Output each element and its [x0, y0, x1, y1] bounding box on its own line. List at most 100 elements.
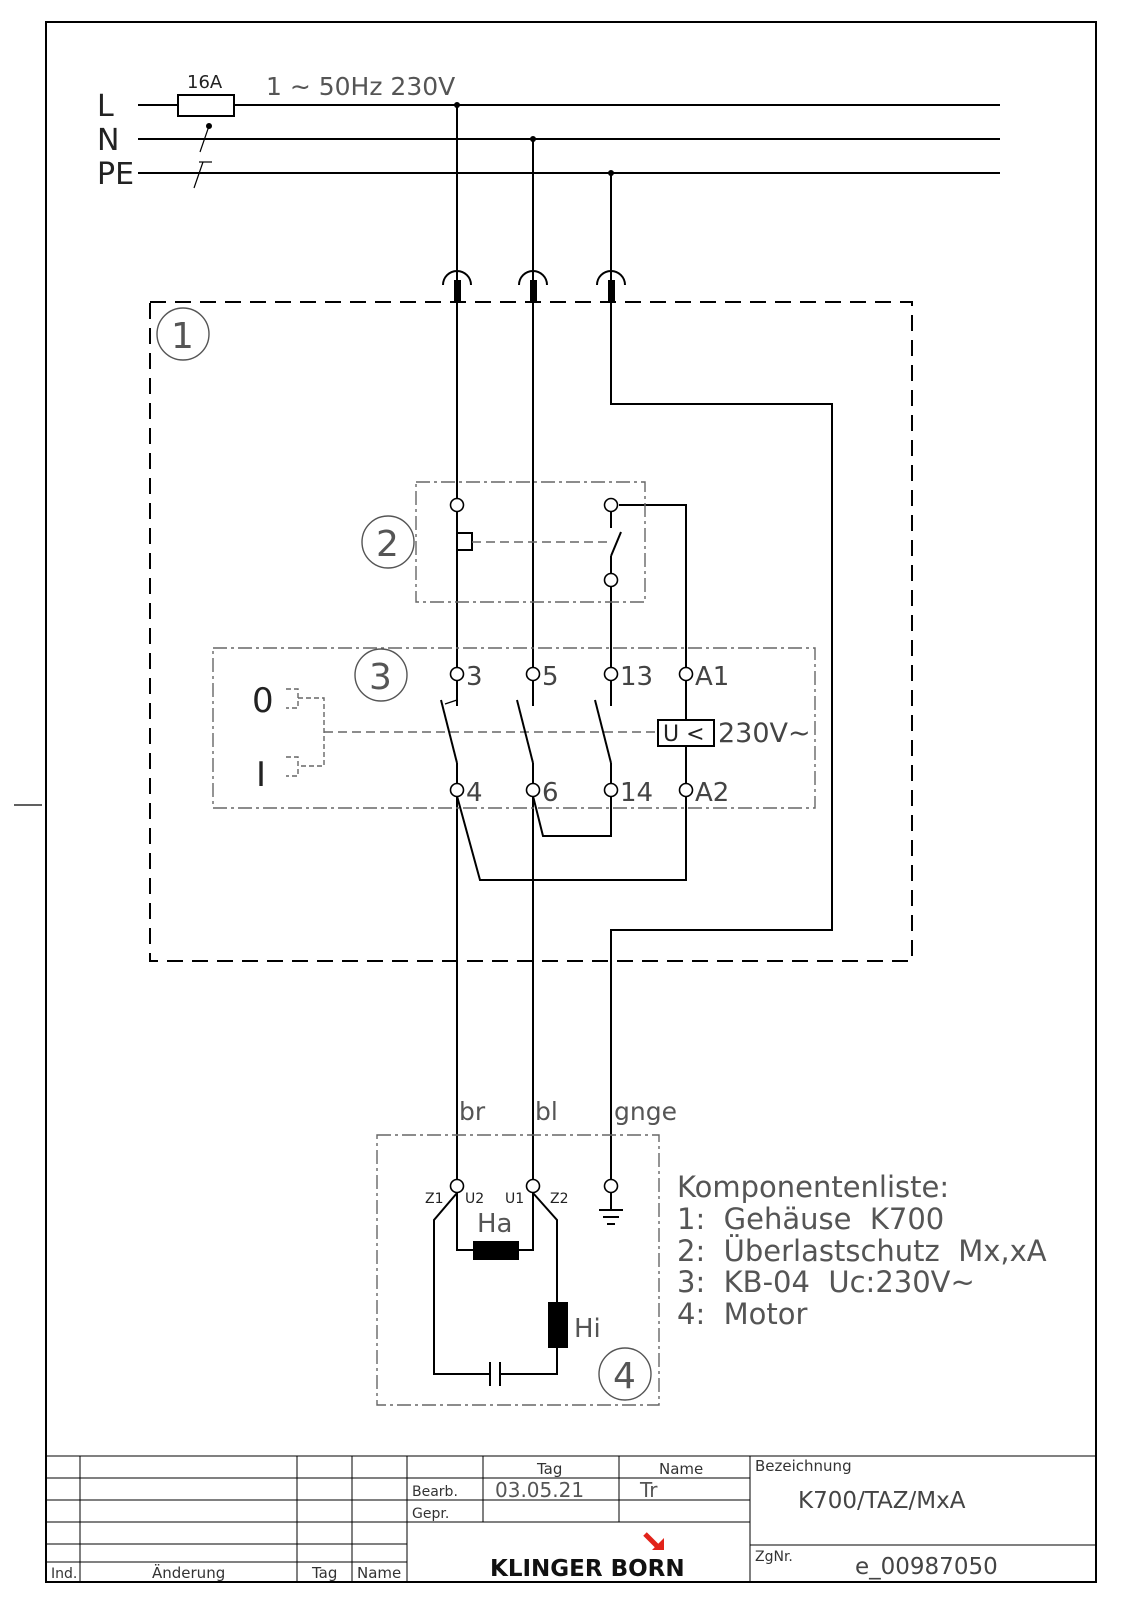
supply-spec: 1 ∼ 50Hz 230V: [266, 72, 455, 101]
component-badge-4: [598, 1347, 652, 1401]
component-badge-3: [354, 648, 408, 702]
aux-winding-hi: [548, 1302, 568, 1348]
motor-label-u1: U1: [505, 1191, 524, 1207]
tb-name-col: Name: [357, 1564, 401, 1582]
plug-pin-pe: [608, 280, 615, 302]
plug-pin-l: [454, 280, 461, 302]
main-contact-1: [440, 699, 458, 764]
aux-winding-label: Hi: [574, 1314, 601, 1344]
terminal-14: [603, 782, 619, 798]
enclosure-k700-box: [149, 301, 913, 962]
tb-name-value: Tr: [639, 1478, 658, 1502]
tb-drawing-no-label: ZgNr.: [755, 1549, 793, 1565]
terminal-label-14: 14: [620, 778, 653, 808]
terminal-3: [449, 666, 465, 682]
terminal-a2: [678, 782, 694, 798]
terminal-label-a2: A2: [695, 778, 729, 808]
neutral-link-dot: [206, 123, 212, 129]
terminal-label-6: 6: [542, 778, 559, 808]
main-winding-label: Ha: [477, 1209, 512, 1239]
drawing-frame: [45, 21, 1097, 1583]
coil-label: U <: [663, 722, 705, 747]
component-list-item-2: 2: Überlastschutz Mx,xA: [677, 1234, 1047, 1268]
switch-kb04: 3 0 I 3 5 13 A1 U < 230V~: [212, 647, 816, 809]
component-number-1: 1: [171, 316, 194, 357]
overload-box: [415, 481, 646, 603]
motor-label-z1: Z1: [425, 1191, 444, 1207]
component-list-item-1: 1: Gehäuse K700: [677, 1202, 944, 1236]
terminal-label-5: 5: [542, 662, 559, 692]
tb-drawing-no: e_00987050: [855, 1554, 998, 1580]
aux-contact-13-14: [594, 699, 612, 764]
line-label-l: L: [97, 89, 114, 124]
terminal-label-3: 3: [466, 662, 483, 692]
plug-connectors: [442, 105, 626, 302]
switch-box: [212, 647, 816, 809]
plug-arc-l: [442, 270, 472, 286]
position-on-label: I: [256, 755, 266, 795]
wire-label-brown: br: [459, 1097, 486, 1126]
component-list-item-4: 4: Motor: [677, 1297, 808, 1331]
component-list-item-3: 3: KB-04 Uc:230V~: [677, 1265, 975, 1299]
tb-gepr: Gepr.: [412, 1506, 449, 1522]
component-list: Komponentenliste: 1: Gehäuse K700 2: Übe…: [677, 1170, 1047, 1331]
tb-date-head: Tag: [536, 1460, 562, 1478]
neutral-link-mark: [199, 125, 210, 153]
internal-wiring: [456, 302, 833, 1180]
main-contact-2: [516, 699, 534, 764]
motor: 4 Z1 U2 U1 Z2 Ha Hi: [376, 1134, 660, 1406]
motor-terminal-brown: [449, 1178, 465, 1194]
motor-label-u2: U2: [465, 1191, 484, 1207]
motor-box: [376, 1134, 660, 1406]
tb-date-col: Tag: [311, 1564, 337, 1582]
thermal-element: [456, 512, 473, 575]
fuse-rating: 16A: [187, 72, 223, 93]
title-block: Ind. Änderung Tag Name Tag Name Bearb. G…: [46, 1455, 1096, 1582]
main-winding-ha: [473, 1241, 519, 1260]
motor-terminal-pe: [603, 1178, 619, 1194]
tb-ind: Ind.: [51, 1566, 77, 1582]
terminal-13: [603, 666, 619, 682]
terminal-label-a1: A1: [695, 662, 729, 692]
overload-protection: 2: [361, 481, 646, 603]
position-off-label: 0: [252, 681, 274, 721]
tb-change: Änderung: [152, 1563, 225, 1582]
tb-date-value: 03.05.21: [495, 1478, 584, 1502]
motor-terminal-blue: [525, 1178, 541, 1194]
line-label-pe: PE: [97, 157, 134, 192]
component-number-2: 2: [376, 524, 399, 565]
aux-contact-blade: [610, 531, 622, 557]
wire-label-green-yellow: gnge: [614, 1097, 677, 1126]
overload-terminal-in: [449, 497, 465, 513]
supply-lines: L N PE 16A 1 ∼ 50Hz 230V: [97, 72, 1000, 192]
wire-label-blue: bl: [535, 1097, 558, 1126]
fuse-16a: [177, 94, 235, 117]
aux-contact-top-terminal: [603, 497, 619, 513]
terminal-6: [525, 782, 541, 798]
coil-voltage: 230V~: [718, 718, 811, 749]
component-number-3: 3: [369, 657, 392, 698]
terminal-4: [449, 782, 465, 798]
plug-arc-n: [518, 270, 548, 286]
component-number-4: 4: [613, 1356, 636, 1397]
tb-designation: K700/TAZ/MxA: [798, 1488, 966, 1514]
line-label-n: N: [97, 123, 119, 158]
terminal-label-13: 13: [620, 662, 653, 692]
pe-link-mark: [193, 161, 204, 189]
tb-designation-label: Bezeichnung: [755, 1457, 852, 1475]
tb-bearb: Bearb.: [412, 1484, 458, 1500]
pe-conductor: [610, 302, 833, 1180]
aux-contact-bottom-terminal: [603, 572, 619, 588]
company-logo-icon: [643, 1532, 664, 1550]
tb-company: KLINGER BORN: [490, 1556, 685, 1582]
component-badge-1: [156, 307, 210, 361]
terminal-5: [525, 666, 541, 682]
terminal-a1: [678, 666, 694, 682]
plug-arc-pe: [596, 270, 626, 286]
plug-pin-n: [530, 280, 537, 302]
terminal-label-4: 4: [466, 778, 483, 808]
component-list-title: Komponentenliste:: [677, 1170, 949, 1204]
tb-name-head: Name: [659, 1460, 703, 1478]
motor-label-z2: Z2: [550, 1191, 569, 1207]
